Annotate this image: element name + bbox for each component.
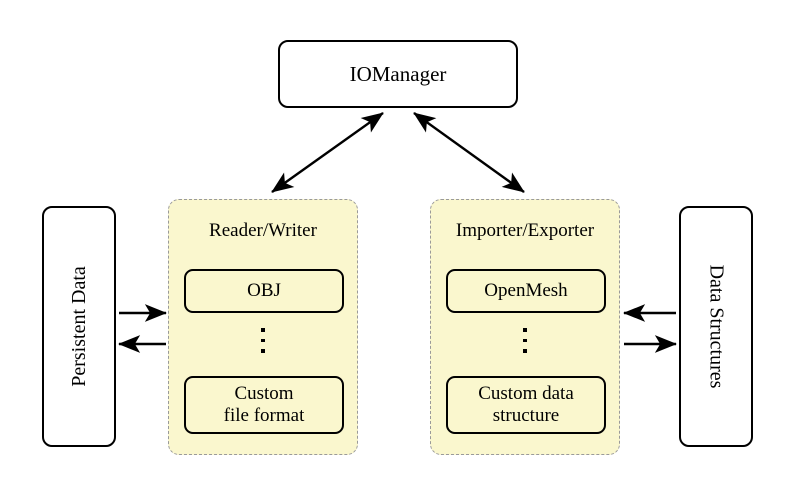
node-custom-data-structure[interactable]: Custom data structure	[446, 376, 606, 434]
node-iomanager[interactable]: IOManager	[278, 40, 518, 108]
node-data-structures-label: Data Structures	[705, 264, 728, 389]
group-importer-exporter: Importer/Exporter OpenMesh Custom data s…	[430, 199, 620, 455]
node-data-structures[interactable]: Data Structures	[679, 206, 753, 447]
node-custom-file-format[interactable]: Custom file format	[184, 376, 344, 434]
node-openmesh[interactable]: OpenMesh	[446, 269, 606, 313]
node-custom-data-structure-line2: structure	[492, 405, 560, 426]
node-iomanager-label: IOManager	[349, 61, 447, 86]
group-importer-exporter-title: Importer/Exporter	[455, 220, 595, 241]
node-openmesh-label: OpenMesh	[484, 279, 568, 301]
node-persistent-data-label: Persistent Data	[67, 266, 90, 387]
group-reader-writer-title: Reader/Writer	[209, 220, 317, 241]
node-custom-file-format-line1: Custom	[234, 382, 294, 404]
reader-writer-ellipsis-icon	[169, 328, 357, 353]
importer-exporter-ellipsis-icon	[431, 328, 619, 353]
node-persistent-data[interactable]: Persistent Data	[42, 206, 116, 447]
node-obj[interactable]: OBJ	[184, 269, 344, 313]
node-custom-data-structure-line1: Custom data	[478, 382, 574, 404]
node-custom-data-structure-label: Custom data structure	[478, 383, 574, 427]
node-custom-file-format-line2: file format	[223, 405, 305, 426]
node-custom-file-format-label: Custom file format	[224, 383, 305, 427]
connector-manager-readerwriter	[271, 112, 384, 193]
group-reader-writer: Reader/Writer OBJ Custom file format	[168, 199, 358, 455]
node-obj-label: OBJ	[247, 279, 281, 301]
connector-manager-importerexporter	[413, 112, 525, 193]
